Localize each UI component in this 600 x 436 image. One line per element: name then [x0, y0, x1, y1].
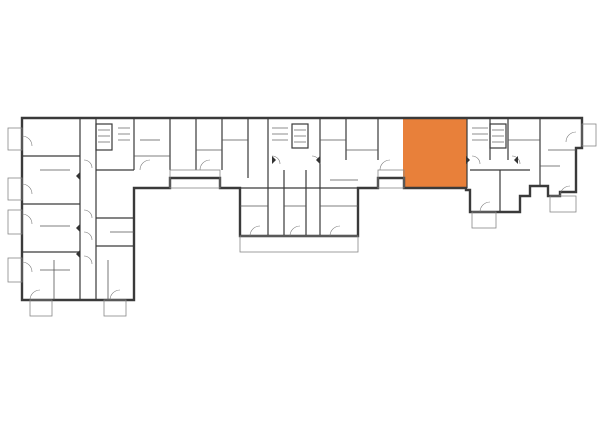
outer-walls	[20, 116, 584, 302]
lower-balconies	[169, 169, 405, 253]
left-wing-rooms	[22, 118, 134, 300]
right-balconies	[471, 123, 597, 229]
entry-markers	[76, 156, 518, 258]
highlighted-apartment[interactable]	[403, 118, 467, 188]
stairwell-right	[472, 123, 507, 149]
stairwell-center	[272, 123, 309, 149]
lower-central-rooms	[240, 170, 358, 236]
central-rooms	[133, 118, 379, 178]
stairwell-left	[95, 123, 130, 151]
door-swings	[21, 131, 577, 301]
right-wing-rooms	[466, 118, 576, 212]
left-balconies	[7, 127, 127, 317]
